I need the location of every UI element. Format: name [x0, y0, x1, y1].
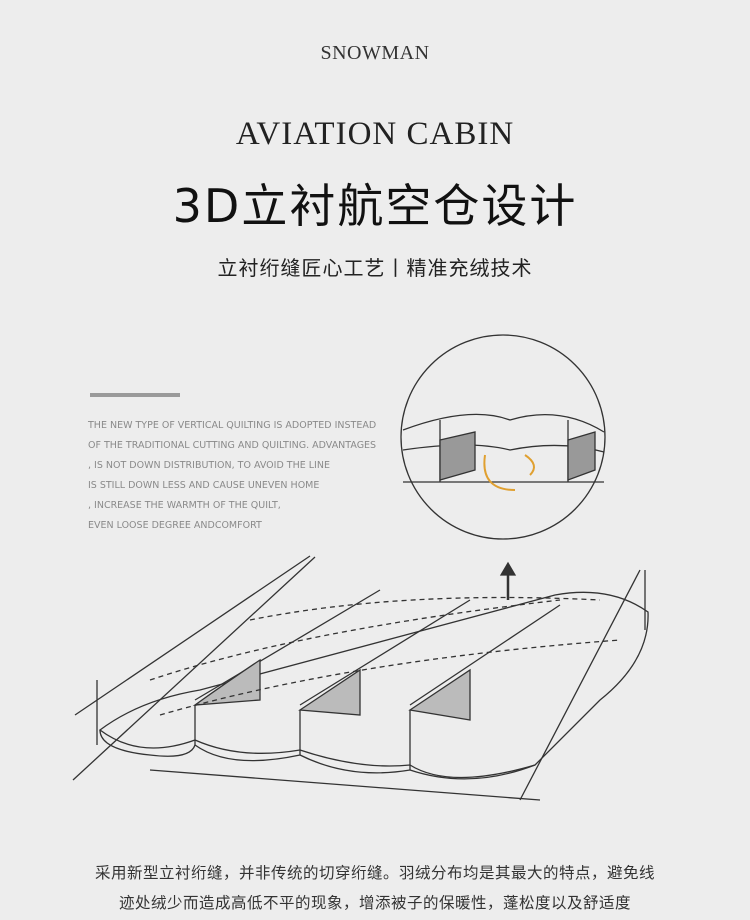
- quilt-illustration: [72, 334, 649, 801]
- description-line: OF THE TRADITIONAL CUTTING AND QUILTING.…: [88, 440, 377, 451]
- divider: [90, 393, 180, 397]
- description-line: 迹处绒少而造成高低不平的现象，增添被子的保暖性，蓬松度以及舒适度: [118, 894, 631, 912]
- detail-circle: [400, 334, 606, 540]
- description-line: 采用新型立衬绗缝，并非传统的切穿绗缝。羽绒分布均是其最大的特点，避免线: [94, 864, 655, 882]
- circulation-arrow-icon: [483, 454, 516, 491]
- description-line: IS STILL DOWN LESS AND CAUSE UNEVEN HOME: [88, 480, 320, 491]
- english-description: THE NEW TYPE OF VERTICAL QUILTING IS ADO…: [88, 416, 376, 536]
- description-line: , IS NOT DOWN DISTRIBUTION, TO AVOID THE…: [88, 460, 330, 471]
- chinese-title: 3D立衬航空仓设计: [172, 179, 578, 233]
- english-title: AVIATION CABIN: [235, 116, 515, 152]
- brand-name: SNOWMAN: [320, 42, 430, 64]
- subtitle: 立衬绗缝匠心工艺丨精准充绒技术: [217, 256, 533, 280]
- chinese-description: 采用新型立衬绗缝，并非传统的切穿绗缝。羽绒分布均是其最大的特点，避免线 迹处绒少…: [0, 858, 750, 918]
- quilt: [72, 555, 649, 801]
- description-line: , INCREASE THE WARMTH OF THE QUILT,: [88, 500, 281, 511]
- description-line: EVEN LOOSE DEGREE ANDCOMFORT: [88, 520, 262, 531]
- description-line: THE NEW TYPE OF VERTICAL QUILTING IS ADO…: [88, 420, 377, 431]
